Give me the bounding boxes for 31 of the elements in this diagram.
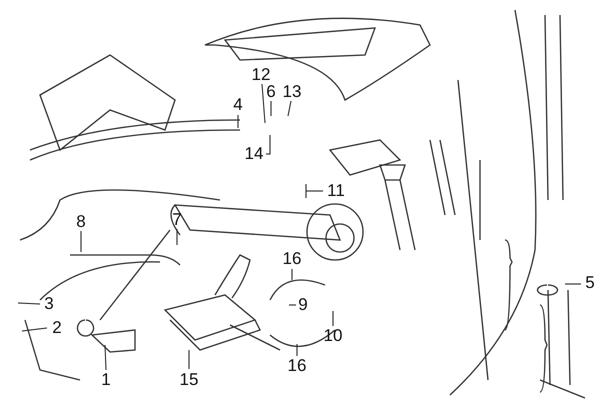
callout-number: 14: [243, 145, 265, 163]
leader-line: [288, 100, 292, 116]
leader-line: [306, 184, 324, 198]
leader-line: [176, 228, 178, 246]
leader-line: [296, 344, 298, 356]
leader-line: [266, 134, 270, 154]
callout-number: 6: [260, 83, 282, 101]
leader-line: [270, 100, 272, 116]
callout-number: 15: [178, 371, 200, 389]
callout-number: 13: [281, 83, 303, 101]
leader-line: [288, 304, 296, 306]
callout-number: 16: [281, 250, 303, 268]
callout-number: 7: [166, 211, 188, 229]
leader-line: [262, 84, 266, 124]
callout-number: 3: [38, 295, 60, 313]
callout-number: 11: [325, 182, 347, 200]
leader-line: [22, 328, 48, 332]
callout-number: 1: [95, 371, 117, 389]
callout-number: 16: [286, 357, 308, 375]
callout-number: 4: [227, 96, 249, 114]
leader-line: [80, 230, 82, 252]
callout-number: 9: [292, 296, 314, 314]
leader-line: [18, 302, 40, 304]
leader-line: [332, 310, 334, 326]
leader-line: [188, 350, 190, 370]
callout-number: 8: [70, 213, 92, 231]
callout-number: 5: [579, 274, 600, 292]
callout-number: 10: [322, 327, 344, 345]
callout-number: 12: [250, 66, 272, 84]
leader-line: [104, 344, 106, 370]
callout-number: 2: [46, 319, 68, 337]
